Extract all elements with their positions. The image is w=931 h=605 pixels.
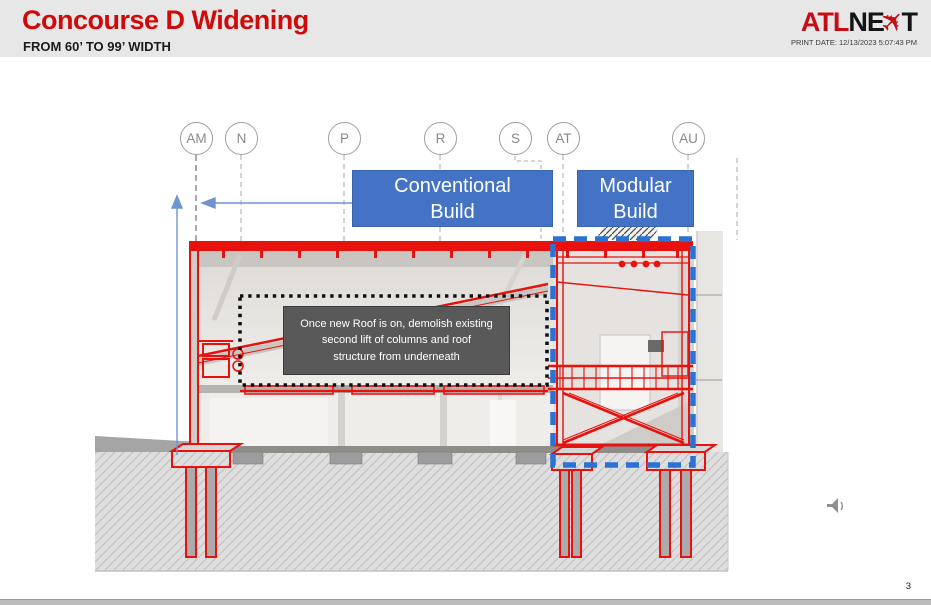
page-title: Concourse D Widening — [22, 5, 309, 35]
page-number: 3 — [905, 581, 911, 592]
ground — [95, 436, 729, 572]
red-pile-foundations — [168, 443, 719, 558]
demolition-extent-dotted-box — [238, 294, 549, 387]
grid-bubble-s: S — [499, 122, 532, 155]
grid-bubble-p: P — [328, 122, 361, 155]
page-subtitle: FROM 60’ TO 99’ WIDTH — [23, 39, 171, 54]
header-bar: Concourse D Widening FROM 60’ TO 99’ WID… — [0, 0, 931, 57]
grid-bubble-label: R — [435, 131, 446, 146]
dimension-arrows — [170, 194, 352, 455]
grid-bubble-r: R — [424, 122, 457, 155]
grid-bubble-label: AU — [679, 131, 698, 146]
atl-next-logo: ATLNE✈T — [800, 3, 918, 41]
logo-ne: NE — [848, 7, 885, 37]
level-markers — [695, 294, 722, 381]
modular-build-label: Modular Build — [577, 170, 694, 227]
logo-t: T — [901, 7, 918, 37]
grid-bubble-label: N — [236, 131, 247, 146]
modular-zone-dashed-box — [550, 236, 696, 468]
grid-bubble-at: AT — [547, 122, 580, 155]
logo-atl: ATL — [800, 7, 849, 37]
grid-bubble-n: N — [225, 122, 258, 155]
grid-bubble-am: AM — [180, 122, 213, 155]
gray-footings — [232, 451, 547, 465]
grid-bubble-label: P — [339, 131, 349, 146]
adjacent-structure — [697, 231, 723, 452]
footer-bar — [0, 599, 931, 605]
grid-bubble-label: AT — [555, 131, 572, 146]
grid-bubble-au: AU — [672, 122, 705, 155]
print-date: PRINT DATE: 12/13/2023 5:07:43 PM — [790, 38, 917, 47]
conventional-build-label: Conventional Build — [352, 170, 553, 227]
demolition-callout: Once new Roof is on, demolish existing s… — [283, 306, 510, 375]
grid-bubble-label: AM — [186, 131, 207, 146]
speaker-icon[interactable] — [827, 498, 844, 513]
grid-bubble-label: S — [510, 131, 520, 146]
